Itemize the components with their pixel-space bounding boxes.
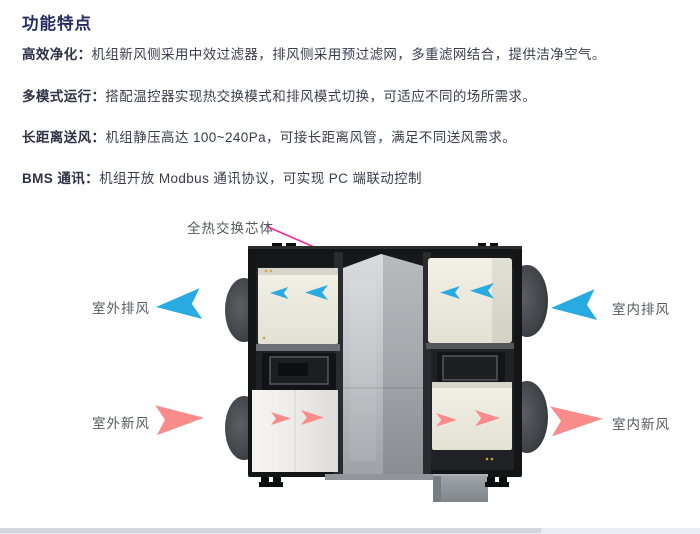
shelf-right bbox=[426, 343, 514, 349]
feature-label: 长距离送风： bbox=[22, 130, 106, 145]
feature-text: 机组静压高达 100~240Pa，可接长距离风管，满足不同送风需求。 bbox=[105, 130, 517, 145]
mounting-feet bbox=[259, 477, 509, 487]
arrow-shape bbox=[551, 289, 598, 320]
feature-line-multimode: 多模式运行：搭配温控器实现热交换模式和排风模式切换，可适应不同的场所需求。 bbox=[22, 85, 536, 105]
exhaust-arrow-small-icon bbox=[305, 285, 328, 300]
exhaust-arrow-small-icon bbox=[470, 283, 494, 299]
frame-post-left bbox=[334, 252, 343, 476]
ventilation-unit-image bbox=[225, 243, 548, 502]
feature-text: 机组开放 Modbus 通讯协议，可实现 PC 端联动控制 bbox=[99, 171, 422, 186]
arrow-shape bbox=[550, 406, 603, 437]
fan-box-top-left-edge bbox=[258, 268, 338, 275]
screw-dots bbox=[262, 269, 494, 461]
fan-box-top-right-shade bbox=[492, 258, 512, 343]
heat-exchange-core bbox=[343, 254, 423, 476]
feature-text: 机组新风侧采用中效过滤器，排风侧采用预过滤网，多重滤网结合，提供洁净空气。 bbox=[91, 47, 606, 62]
fresh-arrow-small-icon bbox=[301, 410, 324, 425]
horizontal-scrollbar-thumb[interactable] bbox=[0, 528, 541, 533]
feature-label: BMS 通讯： bbox=[22, 171, 100, 186]
fan-box-top-right bbox=[428, 258, 512, 343]
junction-box-side bbox=[433, 474, 441, 502]
indoor-exhaust-label: 室内排风 bbox=[612, 302, 670, 317]
fresh-arrow-right-icon bbox=[550, 406, 603, 437]
base-strip bbox=[325, 474, 437, 480]
feature-label: 高效净化： bbox=[22, 47, 92, 62]
filter-panel-bottom-left bbox=[252, 390, 338, 472]
feature-text: 搭配温控器实现热交换模式和排风模式切换，可适应不同的场所需求。 bbox=[105, 89, 537, 104]
indoor-fresh-label: 室内新风 bbox=[612, 417, 670, 432]
fresh-arrow-small-icon bbox=[436, 413, 457, 427]
frame-post-right bbox=[423, 252, 431, 476]
junction-box bbox=[433, 474, 488, 502]
casing-top-highlight bbox=[248, 246, 522, 249]
shelf-left bbox=[256, 344, 340, 351]
outdoor-exhaust-label: 室外排风 bbox=[92, 301, 150, 316]
exhaust-arrow-right-icon bbox=[551, 289, 598, 320]
core-right-shade bbox=[383, 255, 423, 476]
core-highlight bbox=[350, 281, 376, 461]
page-title: 功能特点 bbox=[22, 15, 92, 33]
outdoor-fresh-label: 室外新风 bbox=[92, 416, 150, 431]
fan-frame-right bbox=[442, 355, 498, 381]
fan-box-bottom-right-edge bbox=[432, 382, 512, 388]
exhaust-arrow-small-icon bbox=[270, 287, 289, 299]
fan-box-top-left bbox=[258, 268, 338, 345]
feature-line-long-distance: 长距离送风：机组静压高达 100~240Pa，可接长距离风管，满足不同送风需求。 bbox=[22, 126, 516, 146]
internal-fresh-arrows bbox=[271, 410, 500, 427]
feature-line-bms: BMS 通讯：机组开放 Modbus 通讯协议，可实现 PC 端联动控制 bbox=[22, 167, 422, 187]
exhaust-arrow-left-icon bbox=[156, 288, 203, 319]
fresh-arrow-small-icon bbox=[475, 410, 500, 427]
heat-exchange-core-label: 全热交换芯体 bbox=[187, 221, 274, 236]
fresh-arrow-left-icon bbox=[155, 405, 204, 436]
exhaust-arrow-small-icon bbox=[440, 286, 460, 299]
arrow-shape bbox=[155, 405, 204, 436]
fan-box-bottom-right bbox=[432, 382, 512, 450]
arrow-shape bbox=[156, 288, 203, 319]
feature-line-purification: 高效净化：机组新风侧采用中效过滤器，排风侧采用预过滤网，多重滤网结合，提供洁净空… bbox=[22, 43, 606, 63]
fan-dark-left bbox=[278, 363, 308, 376]
feature-label: 多模式运行： bbox=[22, 89, 106, 104]
internal-exhaust-arrows bbox=[270, 283, 494, 300]
junction-box-top bbox=[433, 474, 488, 476]
fresh-arrow-small-icon bbox=[271, 412, 291, 425]
